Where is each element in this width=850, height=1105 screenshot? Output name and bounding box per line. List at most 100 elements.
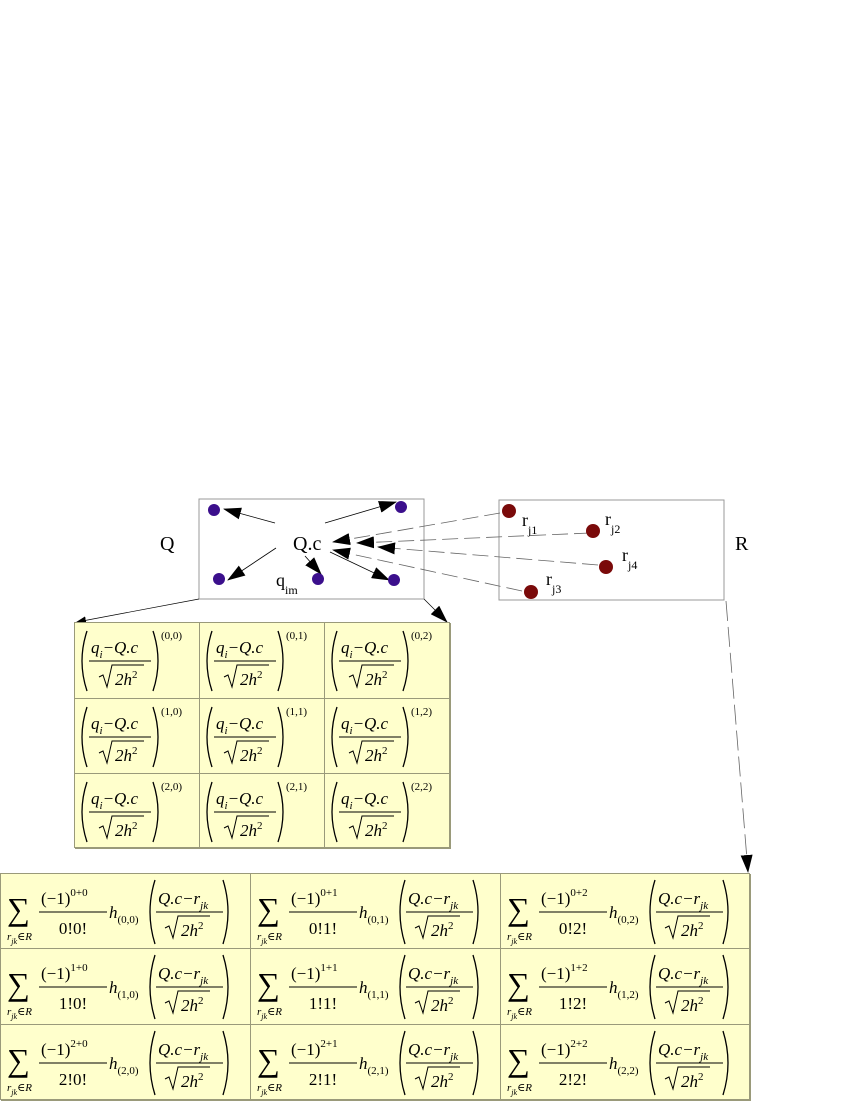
- expansion-numerator: qi−Q.c: [341, 714, 389, 737]
- argument-numerator: Q.c−rjk: [408, 1040, 459, 1063]
- factorial-denominator: 1!0!: [59, 994, 87, 1013]
- factorial-denominator: 0!0!: [59, 919, 87, 938]
- left-paren: [399, 879, 406, 945]
- sqrt-sign: [664, 990, 710, 1015]
- hermite-function: h(0,2): [609, 903, 639, 926]
- sign-factor: (−1)1+1: [291, 962, 338, 983]
- sqrt-sign: [414, 915, 460, 940]
- r4-to-center-arrow: [377, 542, 599, 566]
- center-to-q1-arrow: [223, 507, 276, 524]
- expansion-numerator: qi−Q.c: [216, 638, 264, 661]
- factorial-denominator: 0!2!: [559, 919, 587, 938]
- left-paren: [206, 781, 213, 843]
- right-paren: [722, 879, 729, 945]
- argument-denominator: 2h2: [431, 920, 454, 940]
- left-paren: [649, 879, 656, 945]
- right-paren: [277, 630, 284, 692]
- r2-label: rj2: [605, 509, 620, 536]
- argument-numerator: Q.c−rjk: [408, 889, 459, 912]
- center-to-q2-arrow: [324, 501, 397, 524]
- expansion-denominator: 2h2: [365, 669, 388, 689]
- expansion-denominator: 2h2: [240, 745, 263, 765]
- left-paren: [81, 706, 88, 768]
- r-point: [599, 560, 613, 574]
- right-paren: [472, 879, 479, 945]
- expansion-denominator: 2h2: [365, 820, 388, 840]
- argument-numerator: Q.c−rjk: [658, 1040, 709, 1063]
- sign-factor: (−1)0+2: [541, 887, 588, 908]
- right-paren: [277, 706, 284, 768]
- argument-denominator: 2h2: [681, 995, 704, 1015]
- left-paren: [206, 706, 213, 768]
- factorial-denominator: 1!1!: [309, 994, 337, 1013]
- sum-symbol: ∑: [257, 966, 280, 1002]
- sign-factor: (−1)2+1: [291, 1038, 338, 1059]
- argument-denominator: 2h2: [431, 1071, 454, 1091]
- left-paren: [81, 781, 88, 843]
- sum-symbol: ∑: [507, 966, 530, 1002]
- left-paren: [649, 954, 656, 1020]
- hermite-function: h(0,0): [109, 903, 139, 926]
- left-paren: [331, 781, 338, 843]
- q-box-to-grid-line: [423, 598, 448, 623]
- sqrt-sign: [414, 1066, 460, 1091]
- argument-numerator: Q.c−rjk: [408, 964, 459, 987]
- r-point: [586, 524, 600, 538]
- left-paren: [649, 1030, 656, 1096]
- expansion-denominator: 2h2: [115, 669, 138, 689]
- expansion-exponent: (2,0): [161, 781, 182, 793]
- right-paren: [472, 954, 479, 1020]
- argument-denominator: 2h2: [681, 920, 704, 940]
- argument-numerator: Q.c−rjk: [658, 964, 709, 987]
- sqrt-sign: [164, 1066, 210, 1091]
- argument-numerator: Q.c−rjk: [158, 1040, 209, 1063]
- sum-subscript: rjk∈R: [7, 931, 32, 946]
- sum-subscript: rjk∈R: [257, 1006, 282, 1021]
- right-paren: [722, 1030, 729, 1096]
- sqrt-sign: [223, 740, 269, 765]
- expansion-exponent: (2,1): [286, 781, 307, 793]
- sum-subscript: rjk∈R: [507, 931, 532, 946]
- argument-numerator: Q.c−rjk: [658, 889, 709, 912]
- sum-symbol: ∑: [257, 1042, 280, 1078]
- hermite-function: h(1,2): [609, 978, 639, 1001]
- hermite-function: h(2,1): [359, 1054, 389, 1077]
- argument-denominator: 2h2: [181, 995, 204, 1015]
- sqrt-sign: [348, 815, 394, 840]
- argument-denominator: 2h2: [181, 920, 204, 940]
- expansion-denominator: 2h2: [240, 820, 263, 840]
- hermite-function: h(2,2): [609, 1054, 639, 1077]
- r3-label: rj3: [546, 569, 561, 596]
- sqrt-sign: [348, 740, 394, 765]
- expansion-denominator: 2h2: [240, 669, 263, 689]
- right-paren: [152, 781, 159, 843]
- expansion-exponent: (0,0): [161, 630, 182, 642]
- expansion-numerator: qi−Q.c: [341, 789, 389, 812]
- sqrt-sign: [664, 1066, 710, 1091]
- expansion-exponent: (0,2): [411, 630, 432, 642]
- right-paren: [402, 706, 409, 768]
- left-paren: [149, 1030, 156, 1096]
- sqrt-sign: [223, 664, 269, 689]
- hermite-function: h(1,1): [359, 978, 389, 1001]
- right-paren: [277, 781, 284, 843]
- right-paren: [472, 1030, 479, 1096]
- q-set-label: Q: [160, 533, 175, 555]
- argument-denominator: 2h2: [681, 1071, 704, 1091]
